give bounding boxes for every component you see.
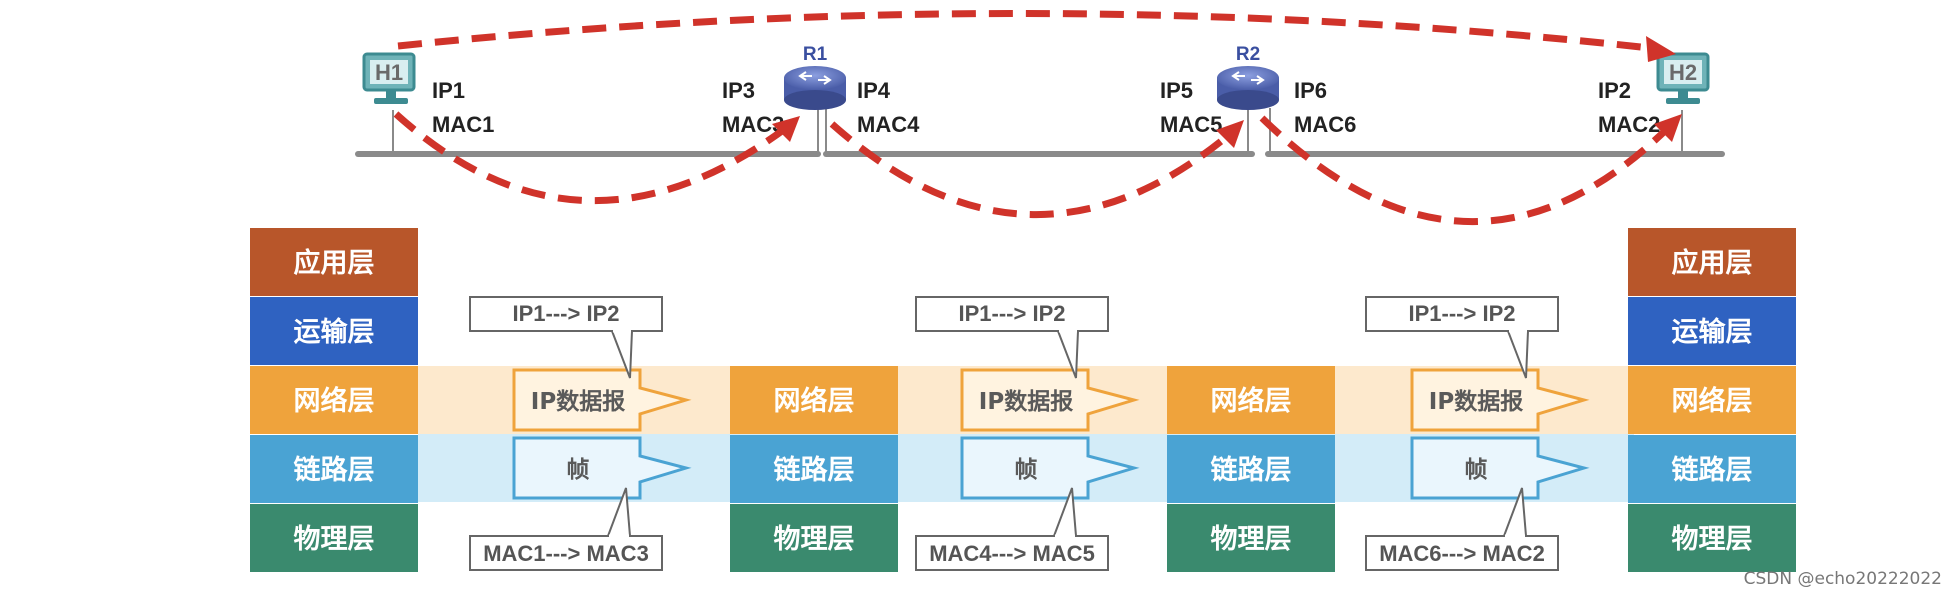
r1-physical-layer: 物理层 xyxy=(774,524,855,555)
h2-network-layer: 网络层 xyxy=(1672,385,1753,417)
h1-app-layer: 应用层 xyxy=(294,247,375,279)
r2-protocol-stack: 网络层 链路层 物理层 xyxy=(1167,366,1335,572)
ip-datagram-label-2: IP数据报 xyxy=(979,389,1073,415)
frame-label-3: 帧 xyxy=(1465,457,1488,483)
ip-callout-box-2 xyxy=(915,296,1109,332)
frame-arrow-2 xyxy=(960,436,1140,500)
frame-arrow-1 xyxy=(512,436,692,500)
router-r2-icon: R2 xyxy=(1217,44,1279,110)
router-r2-name: R2 xyxy=(1236,44,1260,65)
hop-arrow-r1-r2 xyxy=(829,120,1244,218)
h2-physical-layer: 物理层 xyxy=(1672,524,1753,555)
mac-callout-box-1 xyxy=(469,535,663,571)
frame-label-1: 帧 xyxy=(567,457,590,483)
router-r1-name: R1 xyxy=(803,44,828,65)
h1-protocol-stack: 应用层 运输层 网络层 链路层 物理层 xyxy=(250,228,418,572)
ip-callout-2: IP1---> IP2 xyxy=(959,301,1066,326)
watermark: CSDN @echo20222022 xyxy=(1744,569,1942,589)
h2-protocol-stack: 应用层 运输层 网络层 链路层 物理层 xyxy=(1628,228,1796,572)
h2-ip: IP2 xyxy=(1598,78,1631,103)
frame-label-2: 帧 xyxy=(1015,457,1038,483)
mac-callout-box-3 xyxy=(1365,535,1559,571)
r1-link-layer: 链路层 xyxy=(774,454,855,486)
host-h1-icon: H1 xyxy=(362,52,416,104)
ip-callout-1: IP1---> IP2 xyxy=(513,301,620,326)
r2-ip-right: IP6 xyxy=(1294,78,1327,103)
r2-network-layer: 网络层 xyxy=(1211,385,1292,417)
router-r1-icon: R1 xyxy=(784,44,846,110)
ip-path-arrow xyxy=(397,10,1676,62)
h1-physical-layer: 物理层 xyxy=(294,524,375,555)
r1-protocol-stack: 网络层 链路层 物理层 xyxy=(730,366,898,572)
r2-ip-left: IP5 xyxy=(1160,78,1193,103)
h1-transport-layer: 运输层 xyxy=(294,316,375,348)
frame-arrow-3 xyxy=(1410,436,1590,500)
h1-link-layer: 链路层 xyxy=(294,454,375,486)
r2-mac-right: MAC6 xyxy=(1294,112,1356,137)
host-h2-icon: H2 xyxy=(1656,52,1710,104)
ip-callout-box-3 xyxy=(1365,296,1559,332)
ip-datagram-label-1: IP数据报 xyxy=(531,389,625,415)
h1-network-layer: 网络层 xyxy=(294,385,375,417)
h2-link-layer: 链路层 xyxy=(1672,454,1753,486)
hop-arrow-h1-r1 xyxy=(393,111,800,204)
segment-3-packets: IP数据报 帧 IP1---> IP2 MAC6---> MAC2 xyxy=(1365,296,1590,571)
h1-ip: IP1 xyxy=(432,78,465,103)
network-bus-lines xyxy=(355,108,1725,157)
ip-callout-box-1 xyxy=(469,296,663,332)
segment-2-packets: IP数据报 帧 IP1---> IP2 MAC4---> MAC5 xyxy=(915,296,1140,571)
mac-callout-1: MAC1---> MAC3 xyxy=(483,541,649,566)
segment-1-packets: IP数据报 帧 IP1---> IP2 MAC1---> MAC3 xyxy=(469,296,692,571)
host-h2-name: H2 xyxy=(1669,60,1697,85)
r2-link-layer: 链路层 xyxy=(1211,454,1292,486)
r1-mac-right: MAC4 xyxy=(857,112,920,137)
h1-mac: MAC1 xyxy=(432,112,494,137)
mac-callout-3: MAC6---> MAC2 xyxy=(1379,541,1545,566)
hop-arrow-r2-h2 xyxy=(1259,114,1682,226)
ip-datagram-arrow-2 xyxy=(960,368,1140,432)
r2-physical-layer: 物理层 xyxy=(1211,524,1292,555)
ip-datagram-arrow-3 xyxy=(1410,368,1590,432)
ip-callout-3: IP1---> IP2 xyxy=(1409,301,1516,326)
h2-transport-layer: 运输层 xyxy=(1672,316,1753,348)
r1-ip-left: IP3 xyxy=(722,78,755,103)
r1-network-layer: 网络层 xyxy=(774,385,855,417)
r1-ip-right: IP4 xyxy=(857,78,891,103)
host-h1-name: H1 xyxy=(375,60,403,85)
ip-datagram-label-3: IP数据报 xyxy=(1429,389,1523,415)
h2-mac: MAC2 xyxy=(1598,112,1660,137)
mac-callout-box-2 xyxy=(915,535,1109,571)
ip-datagram-arrow-1 xyxy=(512,368,692,432)
mac-callout-2: MAC4---> MAC5 xyxy=(929,541,1095,566)
address-labels: IP1 MAC1 IP3 MAC3 IP4 MAC4 IP5 MAC5 IP6 … xyxy=(432,78,1660,137)
h2-app-layer: 应用层 xyxy=(1672,247,1753,279)
r2-mac-left: MAC5 xyxy=(1160,112,1222,137)
